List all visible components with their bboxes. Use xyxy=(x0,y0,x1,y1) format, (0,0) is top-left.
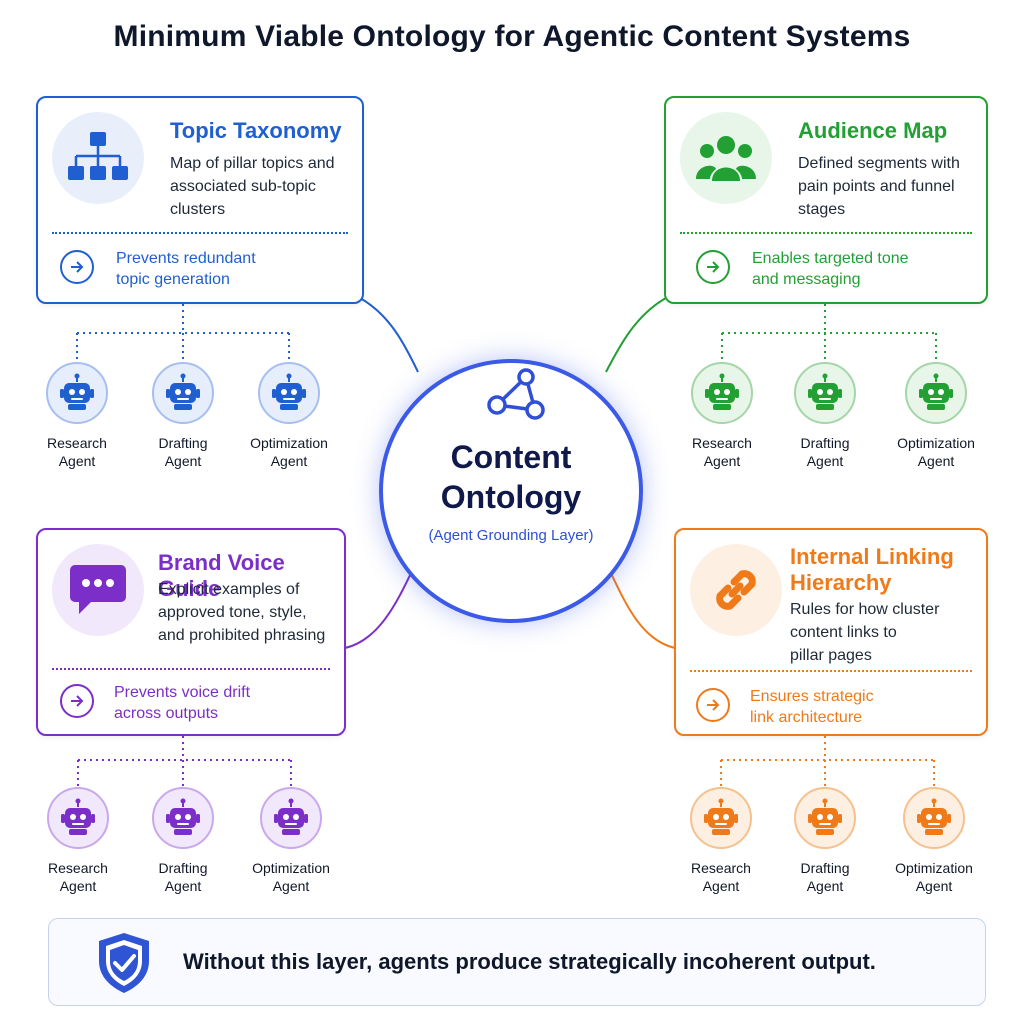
card-topic-taxonomy: Topic Taxonomy Map of pillar topics and … xyxy=(36,96,364,304)
card-description: Explicit examples of approved tone, styl… xyxy=(158,581,326,644)
chain-link-icon xyxy=(690,544,782,636)
hub-title: Content Ontology xyxy=(440,439,582,515)
robot-icon xyxy=(258,362,320,424)
robot-icon xyxy=(152,787,214,849)
connector-audience xyxy=(605,297,667,373)
diagram-title: Minimum Viable Ontology for Agentic Cont… xyxy=(113,20,911,53)
card-benefit: Prevents redundant topic generation xyxy=(116,250,256,288)
robot-icon xyxy=(47,787,109,849)
card-title: Topic Taxonomy xyxy=(170,118,342,143)
shield-check-icon xyxy=(95,931,153,1000)
arrow-right-icon xyxy=(60,684,94,718)
agent-tree-audience xyxy=(721,304,937,362)
agent-tree-topic xyxy=(76,304,290,362)
robot-icon xyxy=(152,362,214,424)
robot-icon xyxy=(903,787,965,849)
chat-bubble-icon xyxy=(52,544,144,636)
card-audience-map: Audience Map Defined segments with pain … xyxy=(664,96,988,304)
connector-brand xyxy=(344,566,415,649)
divider xyxy=(52,232,348,234)
card-description: Map of pillar topics and associated sub-… xyxy=(170,155,335,218)
card-benefit: Ensures strategic link architecture xyxy=(750,688,874,726)
connector-linking xyxy=(607,566,676,649)
agent-tree-brand xyxy=(77,736,292,787)
robot-icon xyxy=(905,362,967,424)
card-benefit: Prevents voice drift across outputs xyxy=(114,684,251,722)
hierarchy-icon xyxy=(52,112,144,204)
footer-text: Without this layer, agents produce strat… xyxy=(183,949,876,974)
robot-icon xyxy=(260,787,322,849)
content-ontology-hub: Content Ontology (Agent Grounding Layer) xyxy=(379,359,643,623)
card-title: Audience Map xyxy=(798,118,948,143)
arrow-right-icon xyxy=(696,250,730,284)
divider xyxy=(690,670,972,672)
divider xyxy=(52,668,330,670)
network-triangle-icon xyxy=(477,363,553,432)
card-description: Rules for how cluster content links to p… xyxy=(790,601,940,664)
card-title: Internal Linking Hierarchy xyxy=(790,544,954,595)
card-benefit: Enables targeted tone and messaging xyxy=(752,250,909,288)
agent-tree-linking xyxy=(720,736,935,787)
card-title: Brand Voice Guide xyxy=(158,550,285,601)
divider xyxy=(680,232,972,234)
robot-icon xyxy=(690,787,752,849)
arrow-right-icon xyxy=(60,250,94,284)
card-brand-voice-guide: Brand Voice Guide Explicit examples of a… xyxy=(36,528,346,736)
arrow-right-icon xyxy=(696,688,730,722)
connector-topic xyxy=(359,297,419,373)
footer-banner: Without this layer, agents produce strat… xyxy=(48,918,986,1006)
card-description: Defined segments with pain points and fu… xyxy=(798,155,960,218)
robot-icon xyxy=(691,362,753,424)
robot-icon xyxy=(794,787,856,849)
card-internal-linking-hierarchy: Internal Linking Hierarchy Rules for how… xyxy=(674,528,988,736)
hub-subtitle: (Agent Grounding Layer) xyxy=(428,527,594,544)
robot-icon xyxy=(794,362,856,424)
robot-icon xyxy=(46,362,108,424)
people-group-icon xyxy=(680,112,772,204)
